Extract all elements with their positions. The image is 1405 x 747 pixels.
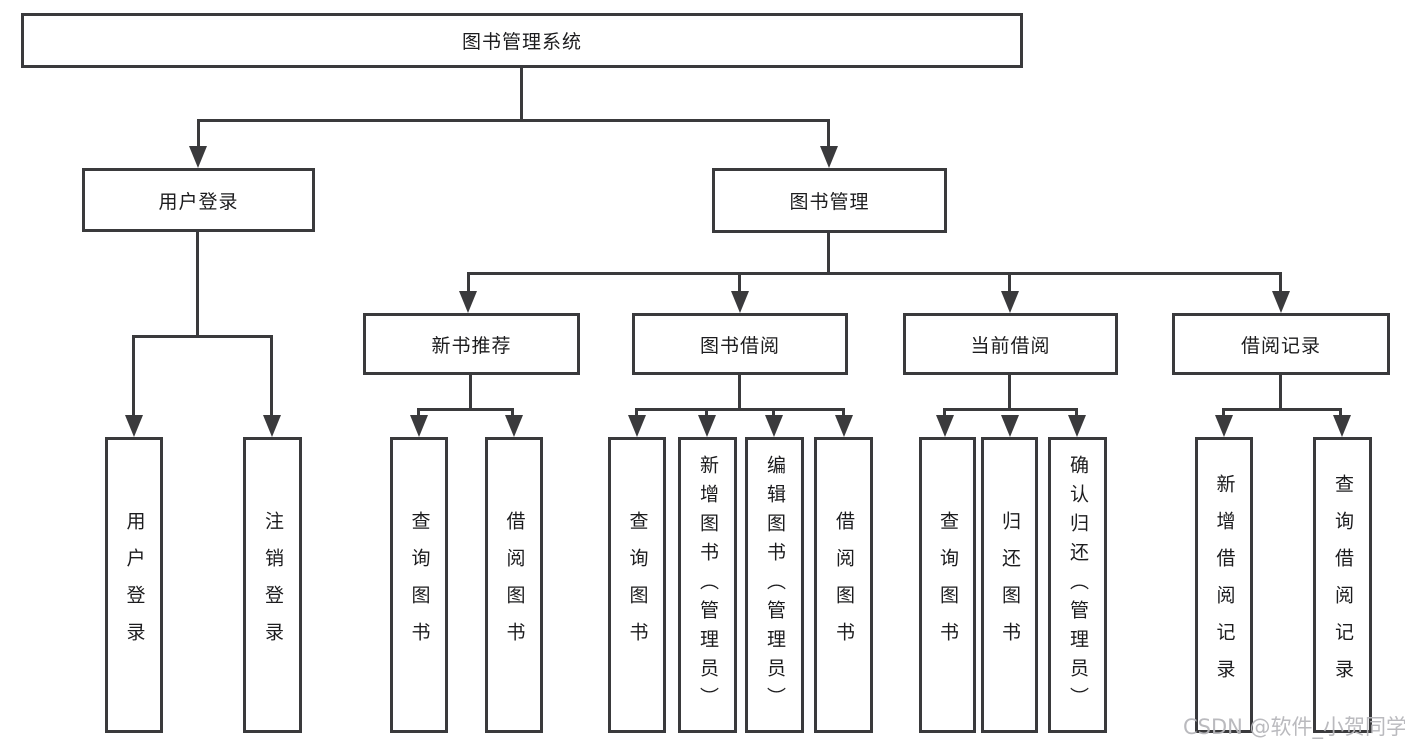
- arrow-down-icon: [1068, 415, 1086, 437]
- leaf-current-return-books-label: 归还图书: [999, 511, 1021, 659]
- leaf-records-add-record-label: 新增借阅记录: [1213, 474, 1236, 696]
- connector-line: [417, 408, 420, 418]
- node-current-borrowing-label: 当前借阅: [970, 334, 1051, 357]
- node-root: 图书管理系统: [21, 13, 1023, 68]
- connector-line: [1222, 408, 1342, 411]
- arrow-down-icon: [1272, 291, 1290, 313]
- leaf-borrowing-query-books: 查询图书: [608, 437, 666, 733]
- arrow-down-icon: [835, 415, 853, 437]
- leaf-borrowing-edit-books-admin: 编辑图书（管理员）: [745, 437, 804, 733]
- connector-line: [1008, 375, 1011, 408]
- leaf-logout-label: 注销登录: [262, 511, 284, 659]
- node-book-management: 图书管理: [712, 168, 947, 233]
- node-book-management-label: 图书管理: [789, 191, 870, 213]
- connector-line: [469, 375, 472, 408]
- connector-line: [705, 408, 708, 418]
- connector-line: [1075, 408, 1078, 418]
- node-book-borrowing: 图书借阅: [632, 313, 848, 375]
- arrow-down-icon: [1001, 291, 1019, 313]
- node-borrowing-records-label: 借阅记录: [1240, 334, 1321, 357]
- leaf-user-login: 用户登录: [105, 437, 163, 733]
- leaf-records-query-record: 查询借阅记录: [1313, 437, 1372, 733]
- leaf-borrowing-edit-books-admin-label: 编辑图书（管理员）: [764, 454, 786, 716]
- connector-line: [417, 408, 514, 411]
- connector-line: [132, 335, 273, 338]
- leaf-borrowing-query-books-label: 查询图书: [626, 511, 649, 659]
- arrow-down-icon: [628, 415, 646, 437]
- node-current-borrowing: 当前借阅: [903, 313, 1118, 375]
- node-new-book-recommend: 新书推荐: [363, 313, 580, 375]
- leaf-newbook-borrow-books: 借阅图书: [485, 437, 543, 733]
- connector-line: [197, 119, 830, 122]
- connector-line: [827, 119, 830, 148]
- leaf-newbook-borrow-books-label: 借阅图书: [503, 511, 526, 659]
- arrow-down-icon: [263, 415, 281, 437]
- connector-line: [1222, 408, 1225, 418]
- arrow-down-icon: [731, 291, 749, 313]
- arrow-down-icon: [505, 415, 523, 437]
- connector-line: [1339, 408, 1342, 418]
- connector-line: [772, 408, 775, 418]
- leaf-current-confirm-return-admin-label: 确认归还（管理员）: [1067, 454, 1089, 716]
- arrow-down-icon: [125, 415, 143, 437]
- connector-line: [1279, 272, 1282, 293]
- arrow-down-icon: [459, 291, 477, 313]
- connector-line: [635, 408, 845, 411]
- node-borrowing-records: 借阅记录: [1172, 313, 1390, 375]
- arrow-down-icon: [1215, 415, 1233, 437]
- leaf-records-query-record-label: 查询借阅记录: [1332, 474, 1354, 696]
- node-new-book-recommend-label: 新书推荐: [431, 334, 512, 357]
- arrow-down-icon: [410, 415, 428, 437]
- leaf-records-add-record: 新增借阅记录: [1195, 437, 1253, 733]
- node-book-borrowing-label: 图书借阅: [699, 334, 780, 357]
- arrow-down-icon: [189, 146, 207, 168]
- connector-line: [1008, 272, 1011, 293]
- arrow-down-icon: [765, 415, 783, 437]
- leaf-newbook-query-books: 查询图书: [390, 437, 448, 733]
- leaf-current-query-books: 查询图书: [919, 437, 976, 733]
- leaf-current-return-books: 归还图书: [981, 437, 1038, 733]
- leaf-current-query-books-label: 查询图书: [937, 511, 959, 659]
- connector-line: [943, 408, 946, 418]
- connector-line: [635, 408, 638, 418]
- leaf-borrowing-borrow-books-label: 借阅图书: [833, 511, 855, 659]
- connector-line: [738, 272, 741, 293]
- leaf-borrowing-add-books-admin: 新增图书（管理员）: [678, 437, 737, 733]
- connector-line: [197, 119, 200, 148]
- connector-line: [842, 408, 845, 418]
- arrow-down-icon: [936, 415, 954, 437]
- connector-line: [467, 272, 1281, 275]
- node-user-login-label: 用户登录: [158, 190, 239, 213]
- connector-line: [943, 408, 1078, 411]
- connector-line: [196, 232, 199, 335]
- connector-line: [827, 233, 830, 272]
- csdn-watermark: CSDN @软件_小贺同学: [1183, 715, 1405, 739]
- leaf-logout: 注销登录: [243, 437, 302, 733]
- connector-line: [520, 68, 523, 119]
- arrow-down-icon: [1333, 415, 1351, 437]
- connector-line: [738, 375, 741, 408]
- connector-line: [467, 272, 470, 293]
- arrow-down-icon: [698, 415, 716, 437]
- leaf-newbook-query-books-label: 查询图书: [408, 511, 431, 659]
- leaf-user-login-label: 用户登录: [123, 511, 146, 659]
- leaf-borrowing-add-books-admin-label: 新增图书（管理员）: [697, 454, 719, 716]
- node-user-login: 用户登录: [82, 168, 315, 232]
- connector-line: [132, 335, 135, 417]
- arrow-down-icon: [820, 146, 838, 168]
- connector-line: [270, 335, 273, 417]
- node-root-label: 图书管理系统: [461, 31, 582, 53]
- leaf-current-confirm-return-admin: 确认归还（管理员）: [1048, 437, 1107, 733]
- leaf-borrowing-borrow-books: 借阅图书: [814, 437, 873, 733]
- arrow-down-icon: [1001, 415, 1019, 437]
- connector-line: [511, 408, 514, 418]
- connector-line: [1279, 375, 1282, 408]
